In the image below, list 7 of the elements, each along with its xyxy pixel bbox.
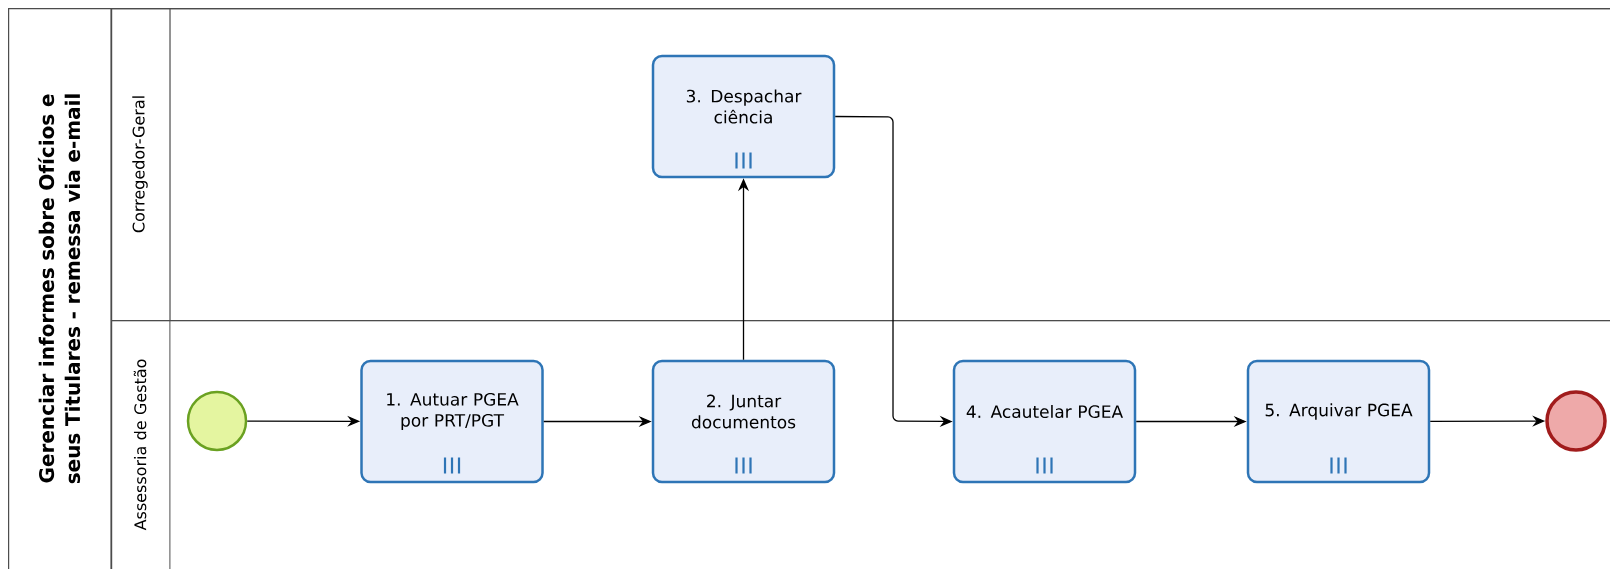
start-event-circle <box>186 390 248 452</box>
task-box: 3. Despachar ciência <box>651 54 836 179</box>
task-box: 4. Acautelar PGEA <box>952 359 1137 484</box>
end-event-circle <box>1545 390 1607 452</box>
task-box: 5. Arquivar PGEA <box>1246 359 1431 484</box>
task-box: 1. Autuar PGEA por PRT/PGT <box>360 359 544 484</box>
task-box: 2. Juntar documentos <box>651 359 836 484</box>
